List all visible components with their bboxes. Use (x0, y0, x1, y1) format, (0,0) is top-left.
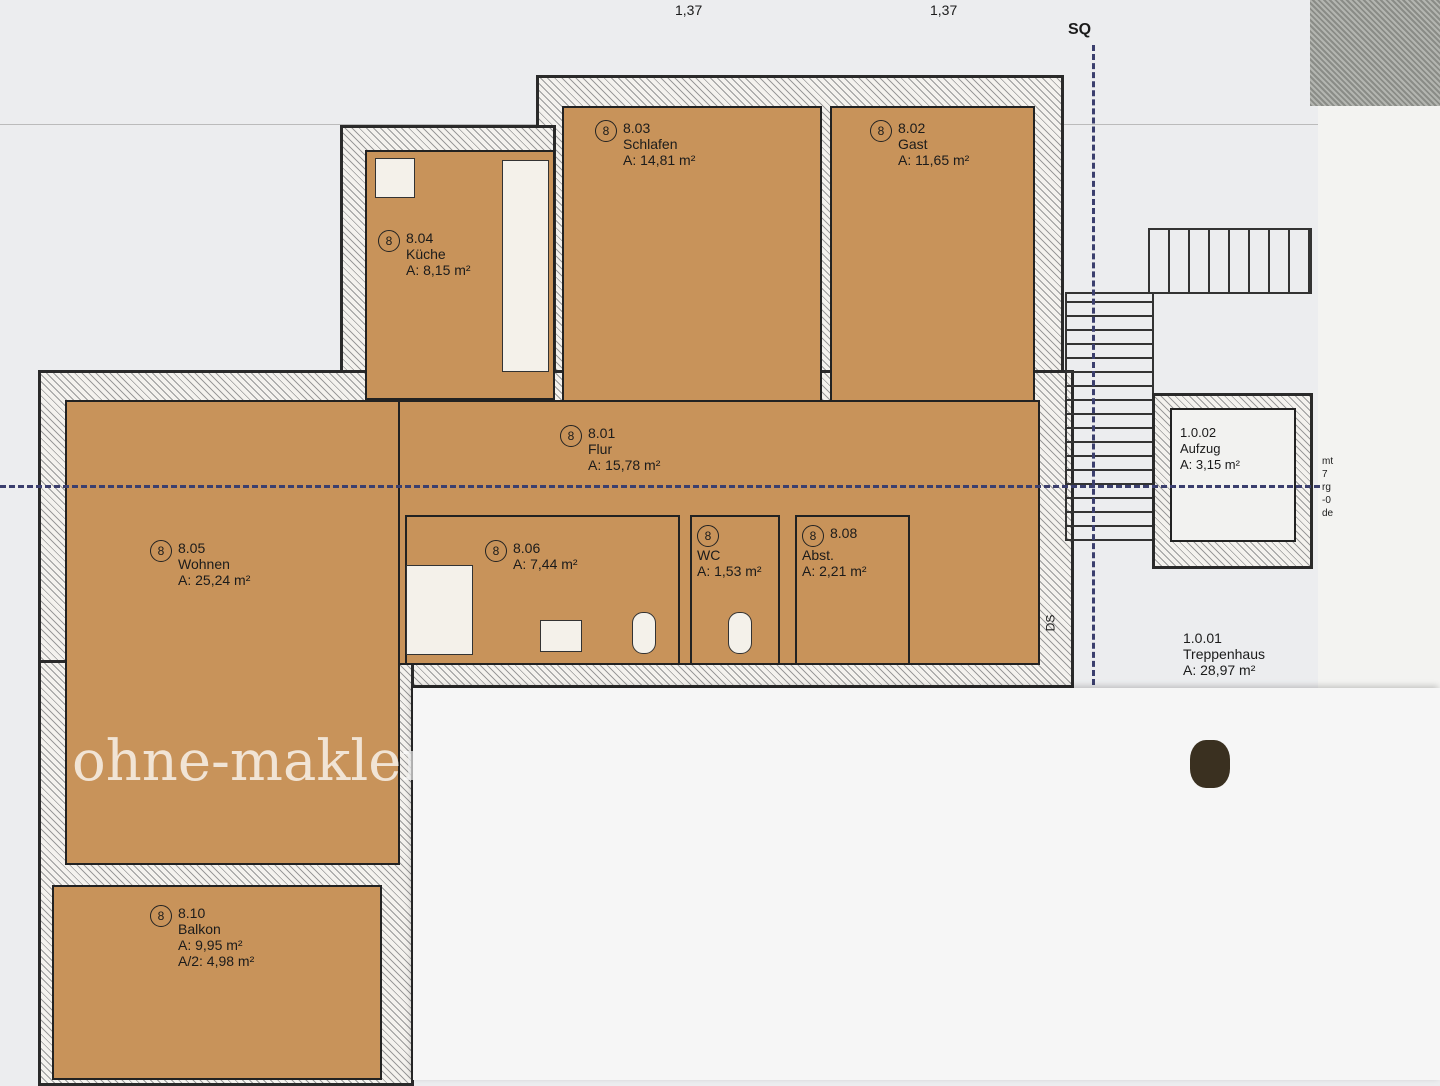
fabric-background (1310, 0, 1440, 106)
staircase (1065, 292, 1154, 541)
toilet-icon (728, 612, 752, 654)
section-axis (0, 485, 1320, 488)
shower-tray (406, 565, 473, 655)
section-marker: SQ (1068, 21, 1092, 38)
overlapping-paper (413, 688, 1440, 1080)
room-schlafen (562, 106, 822, 402)
room-wohnen (65, 400, 400, 865)
room-gast (830, 106, 1035, 402)
room-balkon (52, 885, 382, 1080)
staircase (1148, 228, 1312, 294)
toilet-icon (632, 612, 656, 654)
watermark: ohne-makler (72, 729, 429, 794)
underlying-paper (1318, 106, 1440, 706)
punch-hole (1190, 740, 1230, 788)
elevator-car (1170, 408, 1296, 542)
sink-icon (375, 158, 415, 198)
section-axis (1092, 45, 1095, 685)
ds-label: DS (1043, 614, 1058, 632)
washbasin-icon (540, 620, 582, 652)
dimension-label: 1,37 (675, 2, 703, 18)
dimension-label: 1,37 (930, 2, 958, 18)
kitchen-counter (502, 160, 549, 372)
